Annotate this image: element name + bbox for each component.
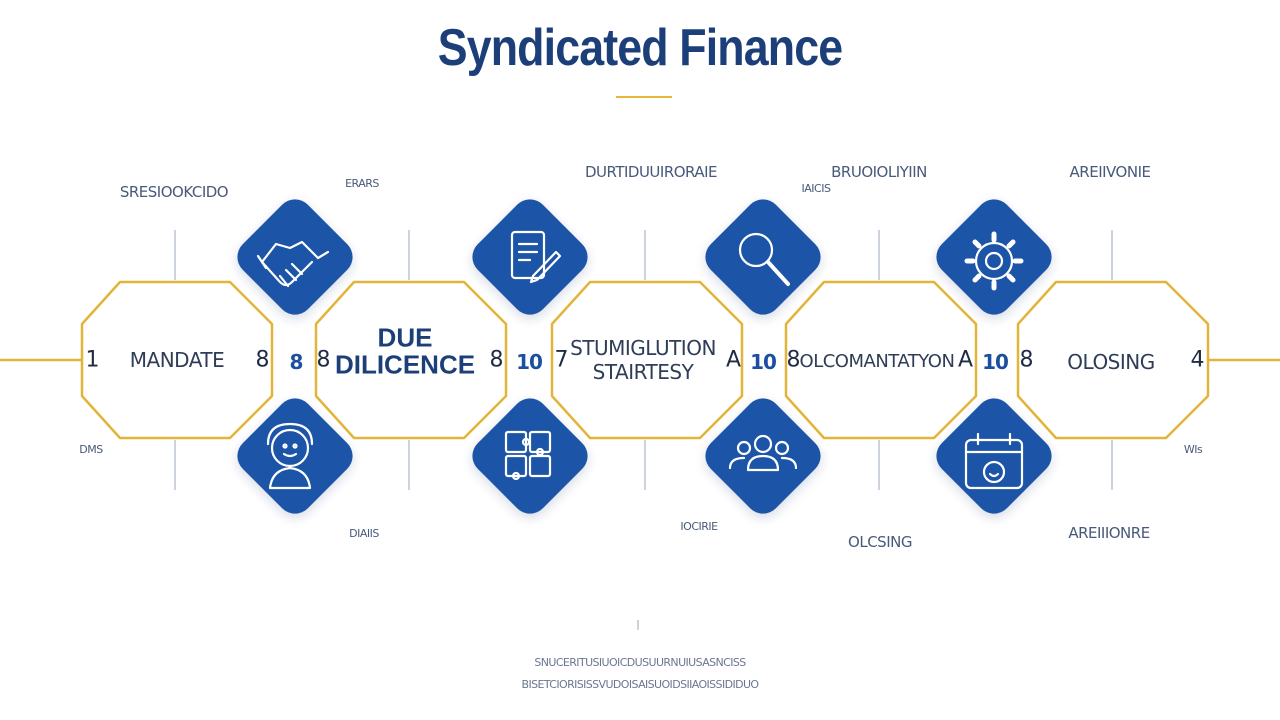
top-label-2: ERARS	[345, 177, 379, 190]
person-tile	[237, 398, 353, 514]
bottom-label-4: OLCSING	[848, 533, 912, 551]
stage-closing-label: OLOSING	[1067, 350, 1155, 374]
gear-tile	[936, 199, 1052, 315]
connector-lines	[174, 230, 1113, 630]
stage-due-diligence-shape	[314, 280, 508, 440]
stage-strategy-label: STUMIGLUTION STAIRTESY	[570, 336, 716, 384]
document-icon	[510, 230, 562, 284]
bottom-label-3: IOCIRIE	[680, 520, 718, 533]
stage-strategy-shape	[550, 280, 744, 440]
stage-due-diligence-label: DUE DILICENCE	[334, 322, 476, 380]
stage-due-diligence-right-number: 8	[489, 347, 504, 373]
top-label-3: DURTIDUUIRORAIE	[584, 163, 718, 181]
bottom-label-2: DIAIIS	[349, 527, 379, 540]
person-icon	[266, 422, 314, 490]
stage-strategy-line1: STUMIGLUTION	[570, 336, 716, 360]
gear-icon	[964, 231, 1024, 291]
stage-closing-shape	[1016, 280, 1210, 440]
handshake-icon	[256, 240, 330, 288]
between-number-2: 10	[516, 350, 543, 374]
bottom-label-1: DMS	[79, 443, 103, 456]
stage-documentation-right-number: A	[957, 347, 973, 373]
stage-due-diligence-line1: DUE	[377, 322, 433, 353]
document-tile	[472, 199, 588, 315]
between-number-4: 10	[982, 350, 1009, 374]
stage-mandate-shape	[80, 280, 274, 440]
top-label-1: SRESIOOKCIDO	[119, 183, 229, 201]
team-icon	[728, 434, 798, 472]
footer-line-2: BISETCIORISISSVUDOISAISUOIDSIIAOISSIDIDU…	[521, 678, 760, 691]
stage-documentation-left-number: 8	[786, 347, 801, 373]
puzzle-icon	[504, 430, 552, 481]
stage-mandate-left-number: 1	[85, 347, 100, 373]
bottom-label-6: WIs	[1183, 443, 1203, 456]
between-number-1: 8	[289, 350, 304, 374]
handshake-tile	[237, 199, 353, 315]
stage-strategy-left-number: 7	[554, 347, 569, 373]
magnifier-icon	[738, 232, 790, 286]
calendar-icon	[964, 432, 1024, 490]
stage-due-diligence-line2: DILICENCE	[334, 350, 476, 380]
stage-mandate-right-number: 8	[255, 347, 270, 373]
stage-documentation-label: OLCOMANTATYON	[799, 351, 955, 373]
stage-due-diligence-left-number: 8	[316, 347, 331, 373]
between-number-3: 10	[750, 350, 777, 374]
stage-closing-right-number: 4	[1190, 347, 1205, 373]
stage-strategy-line2: STAIRTESY	[592, 360, 694, 384]
stage-strategy-right-number: A	[725, 347, 741, 373]
magnifier-tile	[705, 199, 821, 315]
top-label-5: BRUOIOLIYIIN	[831, 163, 927, 181]
stage-documentation-shape	[784, 280, 978, 440]
stage-mandate-label: MANDATE	[129, 348, 225, 372]
top-label-4: IAICIS	[801, 182, 831, 195]
stage-closing-left-number: 8	[1019, 347, 1034, 373]
title-underline	[616, 96, 672, 98]
page-title: Syndicated Finance	[437, 19, 843, 77]
footer-line-1: SNUCERITUSIUOICDUSUURNUIUSASNCISS	[534, 656, 746, 669]
bottom-label-5: AREIIIONRE	[1068, 524, 1150, 542]
top-label-6: AREIIVONIE	[1069, 163, 1151, 181]
